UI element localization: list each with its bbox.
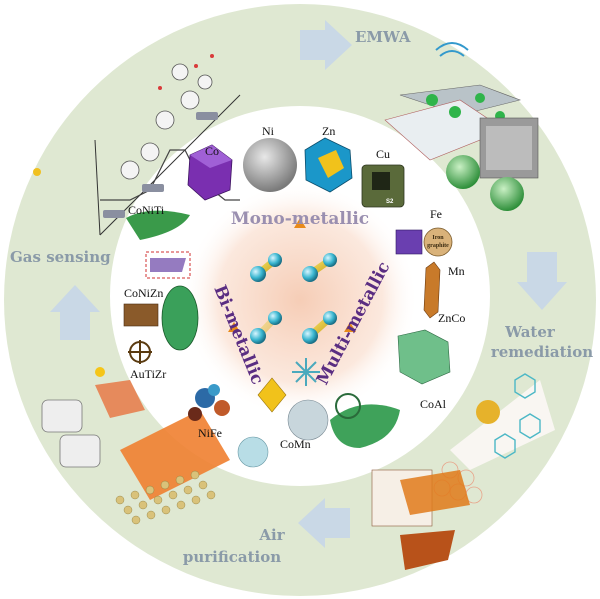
comn-star bbox=[292, 358, 320, 386]
magnifier-icon bbox=[335, 393, 361, 419]
autizr-structure bbox=[128, 340, 152, 364]
flow-arrow-icon bbox=[50, 20, 567, 548]
metal-label-mn: Mn bbox=[448, 264, 465, 278]
metal-label-nife: NiFe bbox=[198, 426, 222, 440]
water-crystal bbox=[400, 530, 455, 570]
comn-octahedron bbox=[257, 377, 287, 413]
emwa-inset bbox=[384, 42, 539, 211]
mn-structure bbox=[423, 261, 441, 319]
cu-inset-s2: S2 bbox=[386, 199, 394, 205]
application-emwa: EMWA bbox=[355, 28, 411, 46]
mof-cube-icon bbox=[228, 218, 356, 344]
metal-label-co: Co bbox=[205, 144, 219, 158]
metal-label-autizr: AuTiZr bbox=[130, 367, 166, 381]
center-glow bbox=[182, 182, 418, 418]
iron-graphite-text-1: Iron bbox=[432, 235, 444, 241]
metal-label-coal: CoAl bbox=[420, 397, 447, 411]
fe-structure bbox=[395, 229, 423, 255]
application-air-line1: Air bbox=[258, 526, 285, 544]
nife-structure bbox=[188, 384, 230, 421]
application-water-line2: remediation bbox=[491, 343, 593, 361]
coniti-crystal bbox=[145, 251, 191, 279]
conizn-structure bbox=[123, 303, 159, 327]
application-gas-sensing: Gas sensing bbox=[10, 248, 111, 266]
air-purification-inset bbox=[41, 367, 230, 525]
application-water-line1: Water bbox=[504, 323, 556, 341]
coal-structure bbox=[330, 404, 400, 448]
class-mono-metallic: Mono-metallic bbox=[231, 209, 369, 229]
emwa-sphere bbox=[490, 177, 524, 211]
application-air-line2: purification bbox=[183, 548, 281, 566]
emwa-sphere bbox=[446, 155, 480, 189]
metal-label-cu: Cu bbox=[376, 147, 390, 161]
metal-label-ni: Ni bbox=[262, 124, 275, 138]
metal-label-coniti: CoNiTi bbox=[128, 203, 165, 217]
metal-label-znco: ZnCo bbox=[438, 311, 465, 325]
metal-label-conizn: CoNiZn bbox=[124, 286, 163, 300]
comn-structure bbox=[237, 436, 269, 468]
comn-sphere bbox=[287, 399, 329, 441]
conizn-green-structure bbox=[161, 285, 199, 351]
ni-structure bbox=[243, 138, 297, 192]
water-remediation-inset bbox=[371, 373, 555, 570]
znco-structure bbox=[397, 329, 451, 385]
metal-label-fe: Fe bbox=[430, 207, 442, 221]
coniti-structure bbox=[126, 210, 190, 240]
metal-label-comn: CoMn bbox=[280, 437, 311, 451]
gas-sensing-inset bbox=[33, 54, 241, 236]
metal-label-zn: Zn bbox=[322, 124, 335, 138]
iron-graphite-text-2: graphite bbox=[427, 243, 449, 249]
iron-graphite-icon bbox=[423, 227, 453, 257]
